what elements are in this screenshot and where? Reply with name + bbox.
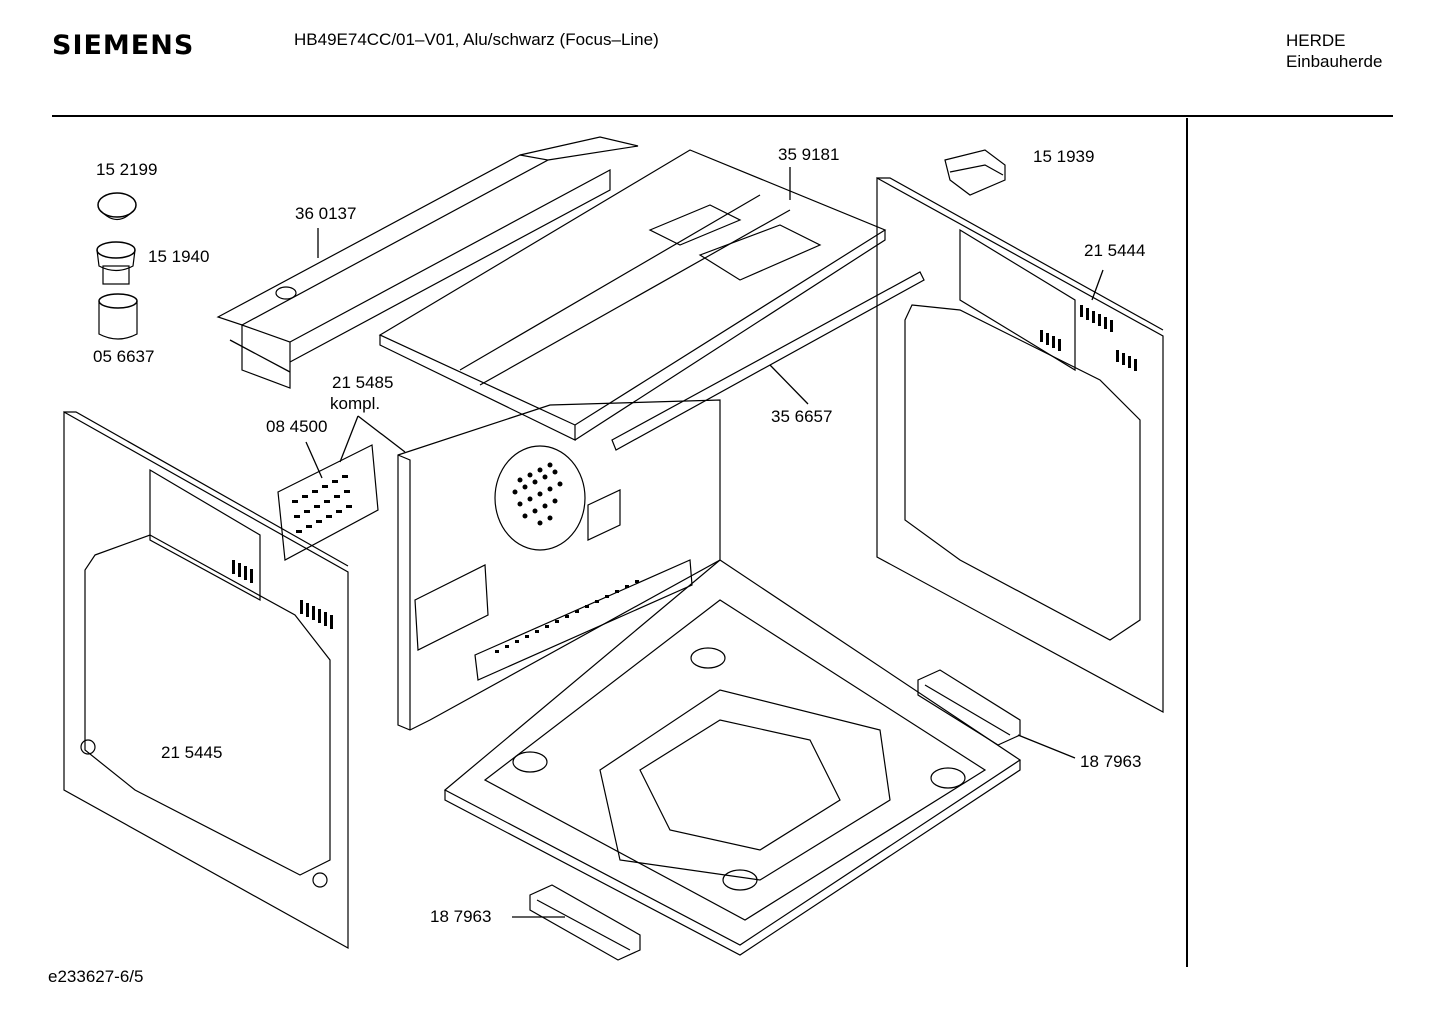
leader-21-5485-b bbox=[357, 415, 406, 453]
knob-body-part bbox=[96, 241, 136, 285]
part-label-08-4500: 08 4500 bbox=[266, 417, 328, 436]
part-label-21-5445: 21 5445 bbox=[161, 743, 223, 762]
grille-part bbox=[277, 444, 379, 561]
top-cover-part bbox=[378, 149, 887, 441]
part-label-18-7963-left: 18 7963 bbox=[430, 907, 492, 926]
part-label-18-7963-right: 18 7963 bbox=[1080, 752, 1142, 771]
top-rail-bracket-part bbox=[216, 136, 639, 389]
part-label-15-2199: 15 2199 bbox=[96, 160, 158, 179]
left-side-panel-part bbox=[63, 410, 349, 950]
leader-18-7963-right bbox=[1017, 734, 1076, 759]
leader-08-4500 bbox=[305, 441, 323, 479]
category-line-1: HERDE bbox=[1286, 31, 1346, 50]
back-wall-part bbox=[397, 399, 721, 731]
part-label-21-5444: 21 5444 bbox=[1084, 241, 1146, 260]
hinge-bracket-right-part bbox=[917, 669, 1021, 746]
part-label-15-1939: 15 1939 bbox=[1033, 147, 1095, 166]
document-id: e233627-6/5 bbox=[48, 967, 144, 986]
category-block: HERDE Einbauherde bbox=[1286, 30, 1382, 72]
part-label-36-0137: 36 0137 bbox=[295, 204, 357, 223]
oven-floor-part bbox=[443, 559, 1022, 956]
part-label-15-1940: 15 1940 bbox=[148, 247, 210, 266]
model-title: HB49E74CC/01–V01, Alu/schwarz (Focus–Lin… bbox=[294, 30, 659, 49]
part-label-21-5485-note: kompl. bbox=[330, 394, 381, 413]
part-label-35-6657: 35 6657 bbox=[771, 407, 833, 426]
knob-cap-part bbox=[97, 192, 137, 221]
hinge-bracket-left-part bbox=[529, 884, 641, 961]
category-line-2: Einbauherde bbox=[1286, 52, 1383, 71]
top-vent-part bbox=[944, 149, 1006, 196]
leader-21-5485-a bbox=[339, 415, 359, 463]
part-label-35-9181: 35 9181 bbox=[778, 145, 840, 164]
part-label-05-6637: 05 6637 bbox=[93, 347, 155, 366]
right-side-panel-part bbox=[876, 176, 1164, 714]
sleeve-part bbox=[98, 293, 138, 340]
trim-strip-part bbox=[611, 271, 925, 451]
part-label-21-5485: 21 5485 bbox=[332, 373, 394, 392]
leader-21-5444 bbox=[1091, 269, 1104, 301]
leader-35-6657 bbox=[769, 364, 809, 405]
brand-logo: SIEMENS bbox=[52, 30, 195, 61]
